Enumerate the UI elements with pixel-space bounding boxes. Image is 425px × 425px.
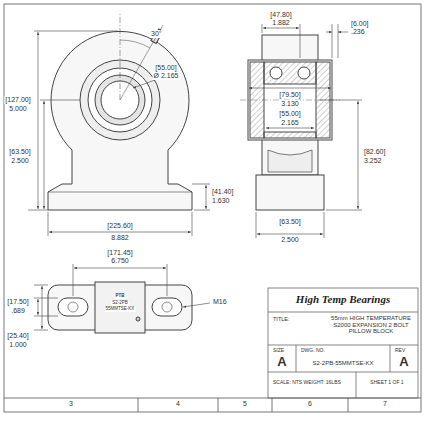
cast-marking: PTB	[115, 294, 126, 299]
dimension-inch: 3.130	[280, 100, 300, 108]
dimension-inch: 2.500	[10, 157, 30, 165]
dimension-mm: [17.50]	[6, 298, 29, 306]
drawing-title: 55mm HIGH TEMPERATURE S2000 EXPANSION 2 …	[325, 315, 417, 335]
dimension-mm: [127.00]	[4, 96, 31, 104]
dimension-mm: [25.40]	[6, 332, 29, 340]
dimension-mm: [79.50]	[278, 91, 301, 99]
sheet-number: SHEET 1 OF 1	[369, 380, 404, 386]
dimension-inch: .236	[350, 28, 366, 36]
zone-number: 5	[242, 400, 248, 408]
front-view	[48, 14, 192, 210]
dimension-mm: [41.40]	[211, 188, 234, 196]
angle-dimension: 30°	[150, 30, 163, 38]
dimension-inch: 8.882	[110, 234, 130, 242]
dimension-mm: [55.00]	[278, 110, 301, 118]
sheet-border	[4, 4, 421, 412]
dimension-inch: 1.882	[271, 19, 291, 27]
dimension-mm: [6.00]	[350, 20, 370, 28]
size-caption: SIZE	[272, 348, 285, 354]
dimension-mm: [63.50]	[8, 148, 31, 156]
thread-callout: M16	[212, 298, 228, 306]
rev-caption: REV	[394, 348, 406, 354]
cast-marking: S2-2PB	[111, 301, 129, 306]
dimension-mm: [63.50]	[278, 218, 301, 226]
dimension-inch: 6.750	[110, 257, 130, 265]
dimension-mm: [225.60]	[106, 222, 133, 230]
dwg-caption: DWG. NO.	[300, 348, 326, 354]
bottom-view	[48, 282, 192, 333]
dimension-inch: 2.500	[280, 236, 300, 244]
dimension-mm: [47.80]	[269, 11, 292, 19]
drawing-number: S2-2PB-55MMTSE-KX	[311, 360, 374, 367]
company-name: High Temp Bearings	[295, 293, 391, 305]
dimension-inch: .689	[10, 307, 26, 315]
dimension-inch: 2.165	[280, 119, 300, 127]
title-caption: TITLE:	[272, 316, 291, 322]
dimension-mm: [82.60]	[363, 148, 386, 156]
zone-number: 4	[175, 400, 181, 408]
dimension-inch: Ø 2.165	[153, 72, 180, 80]
zone-number: 7	[382, 400, 388, 408]
dimension-inch: 5.000	[8, 105, 28, 113]
dimension-mm: [55.00]	[154, 64, 177, 72]
rev-value: A	[398, 355, 409, 369]
size-value: A	[276, 355, 287, 369]
title-block	[268, 288, 418, 398]
dimension-mm: [171.45]	[106, 249, 133, 257]
zone-number: 3	[68, 400, 74, 408]
dimension-inch: 3.252	[363, 157, 383, 165]
dimension-inch: 1.000	[8, 341, 28, 349]
cast-marking: 55MMTSE-KX	[105, 307, 136, 312]
scale-weight: SCALE: NTS WEIGHT: 16LBS	[272, 380, 342, 386]
side-view	[240, 35, 340, 210]
zone-number: 6	[307, 400, 313, 408]
dimension-inch: 1.630	[211, 197, 231, 205]
